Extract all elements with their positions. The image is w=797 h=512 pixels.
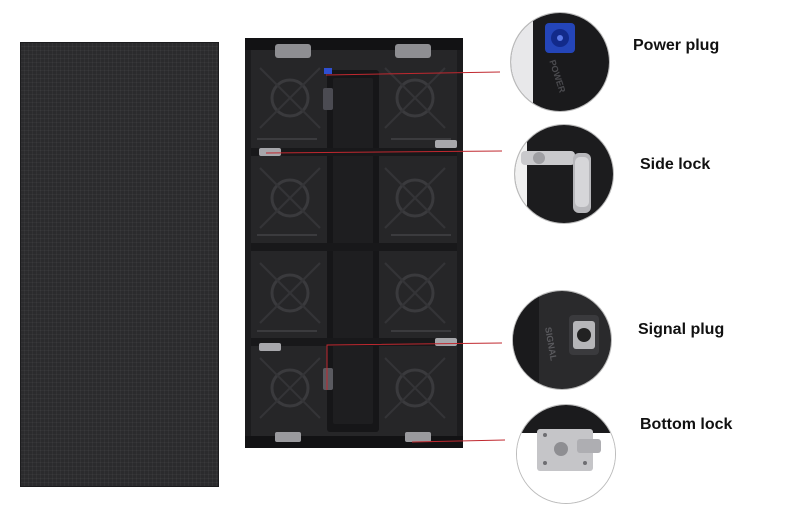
cabinet-front-panel [20, 42, 219, 487]
bottom-lock-inset [516, 404, 616, 504]
power-plug-inset: POWER [510, 12, 610, 112]
signal-plug-inset: SIGNAL [512, 290, 612, 390]
callout-label-side-lock: Side lock [640, 156, 711, 173]
callout-label-signal-plug: Signal plug [638, 321, 725, 338]
side-lock-inset [514, 124, 614, 224]
cabinet-back-panel [245, 38, 463, 448]
callout-label-power-plug: Power plug [633, 37, 720, 54]
callout-label-bottom-lock: Bottom lock [640, 416, 733, 433]
